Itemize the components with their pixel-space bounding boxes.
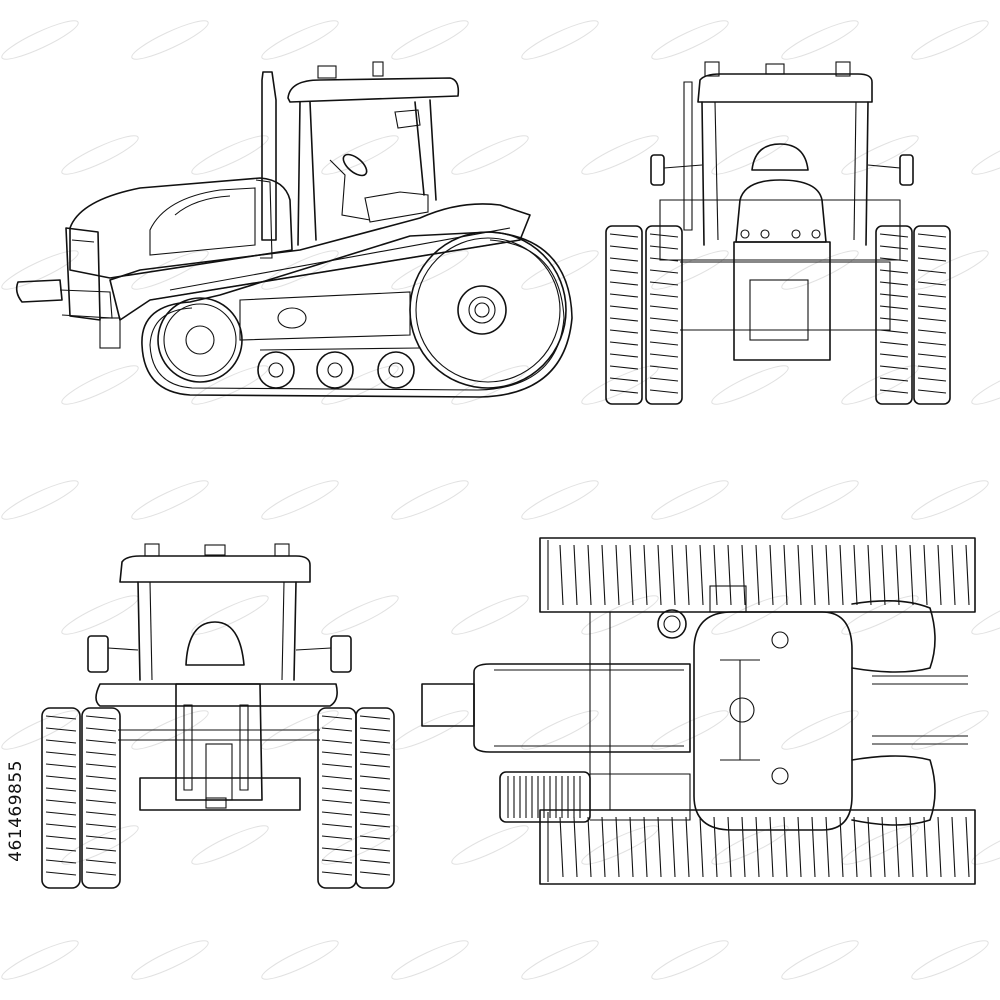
stock-id-label: 461469855 <box>6 760 26 862</box>
